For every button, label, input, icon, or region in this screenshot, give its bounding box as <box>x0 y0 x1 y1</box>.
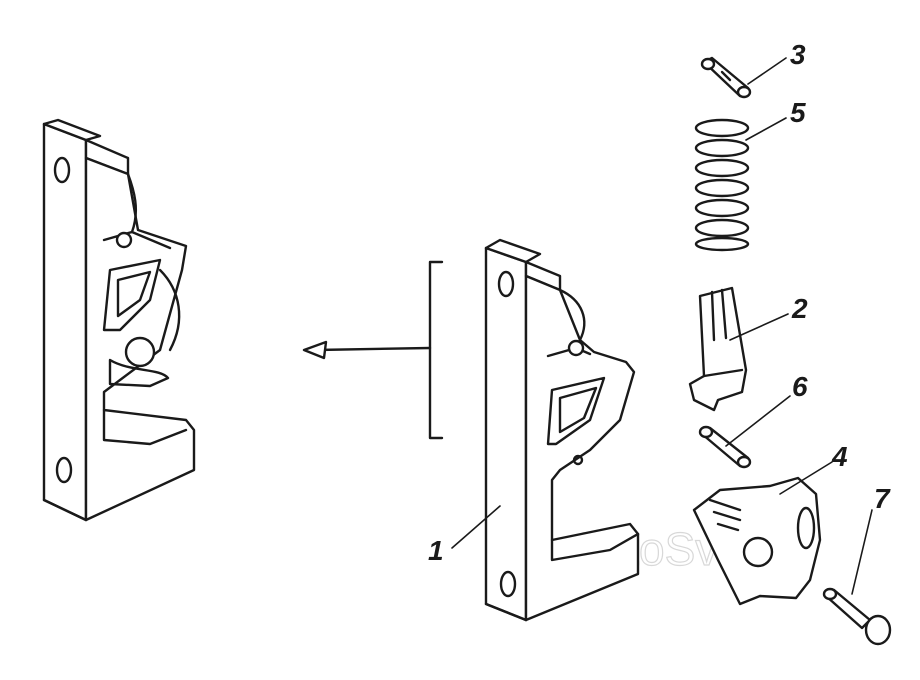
callout-2: 2 <box>791 293 808 324</box>
callout-6: 6 <box>792 371 808 402</box>
assembly-arrow <box>302 260 444 440</box>
callout-3: 3 <box>790 39 806 70</box>
part-4-cam <box>692 476 822 606</box>
part-2-latch <box>688 286 748 412</box>
part-5-spring <box>694 118 750 252</box>
leader-lines <box>451 57 873 595</box>
callout-4: 4 <box>831 441 848 472</box>
part-7-rivet <box>822 587 892 646</box>
part-3-pin <box>700 56 752 99</box>
part-6-small-pin <box>698 425 752 469</box>
assembled-lock-view <box>42 118 196 522</box>
callout-5: 5 <box>790 97 806 128</box>
callout-1: 1 <box>428 535 444 566</box>
callout-7: 7 <box>874 483 891 514</box>
part-1-lock-body <box>484 238 640 622</box>
